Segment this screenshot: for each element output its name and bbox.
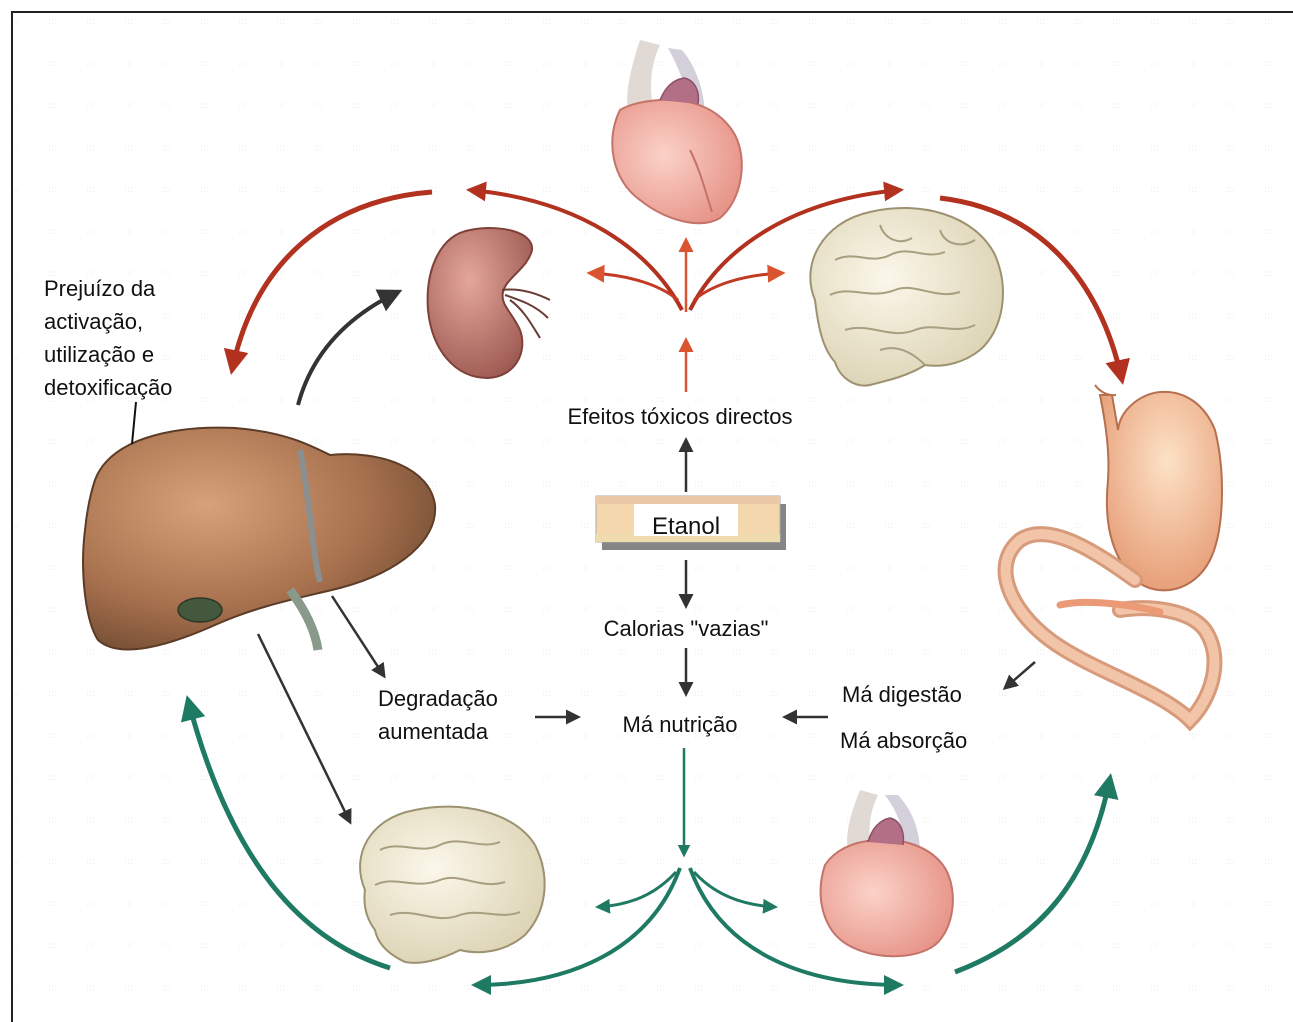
malnutrition-label: Má nutrição (623, 708, 738, 741)
increased-degradation-label-line1: Degradação (378, 682, 498, 715)
liver-impairment-label-line4: detoxificação (44, 371, 172, 404)
empty-calories-label: Calorias "vazias" (604, 612, 769, 645)
ethanol-label: Etanol (652, 513, 720, 541)
increased-degradation-label-line2: aumentada (378, 715, 488, 748)
brain-icon (360, 807, 545, 963)
liver-impairment-label-line2: activação, (44, 305, 143, 338)
maldigestion-label: Má digestão (842, 678, 962, 711)
liver-impairment-label-line3: utilização e (44, 338, 154, 371)
toxic-effects-label: Efeitos tóxicos directos (568, 400, 793, 433)
liver-impairment-label-line1: Prejuízo da (44, 272, 155, 305)
malabsorption-label: Má absorção (840, 724, 967, 757)
